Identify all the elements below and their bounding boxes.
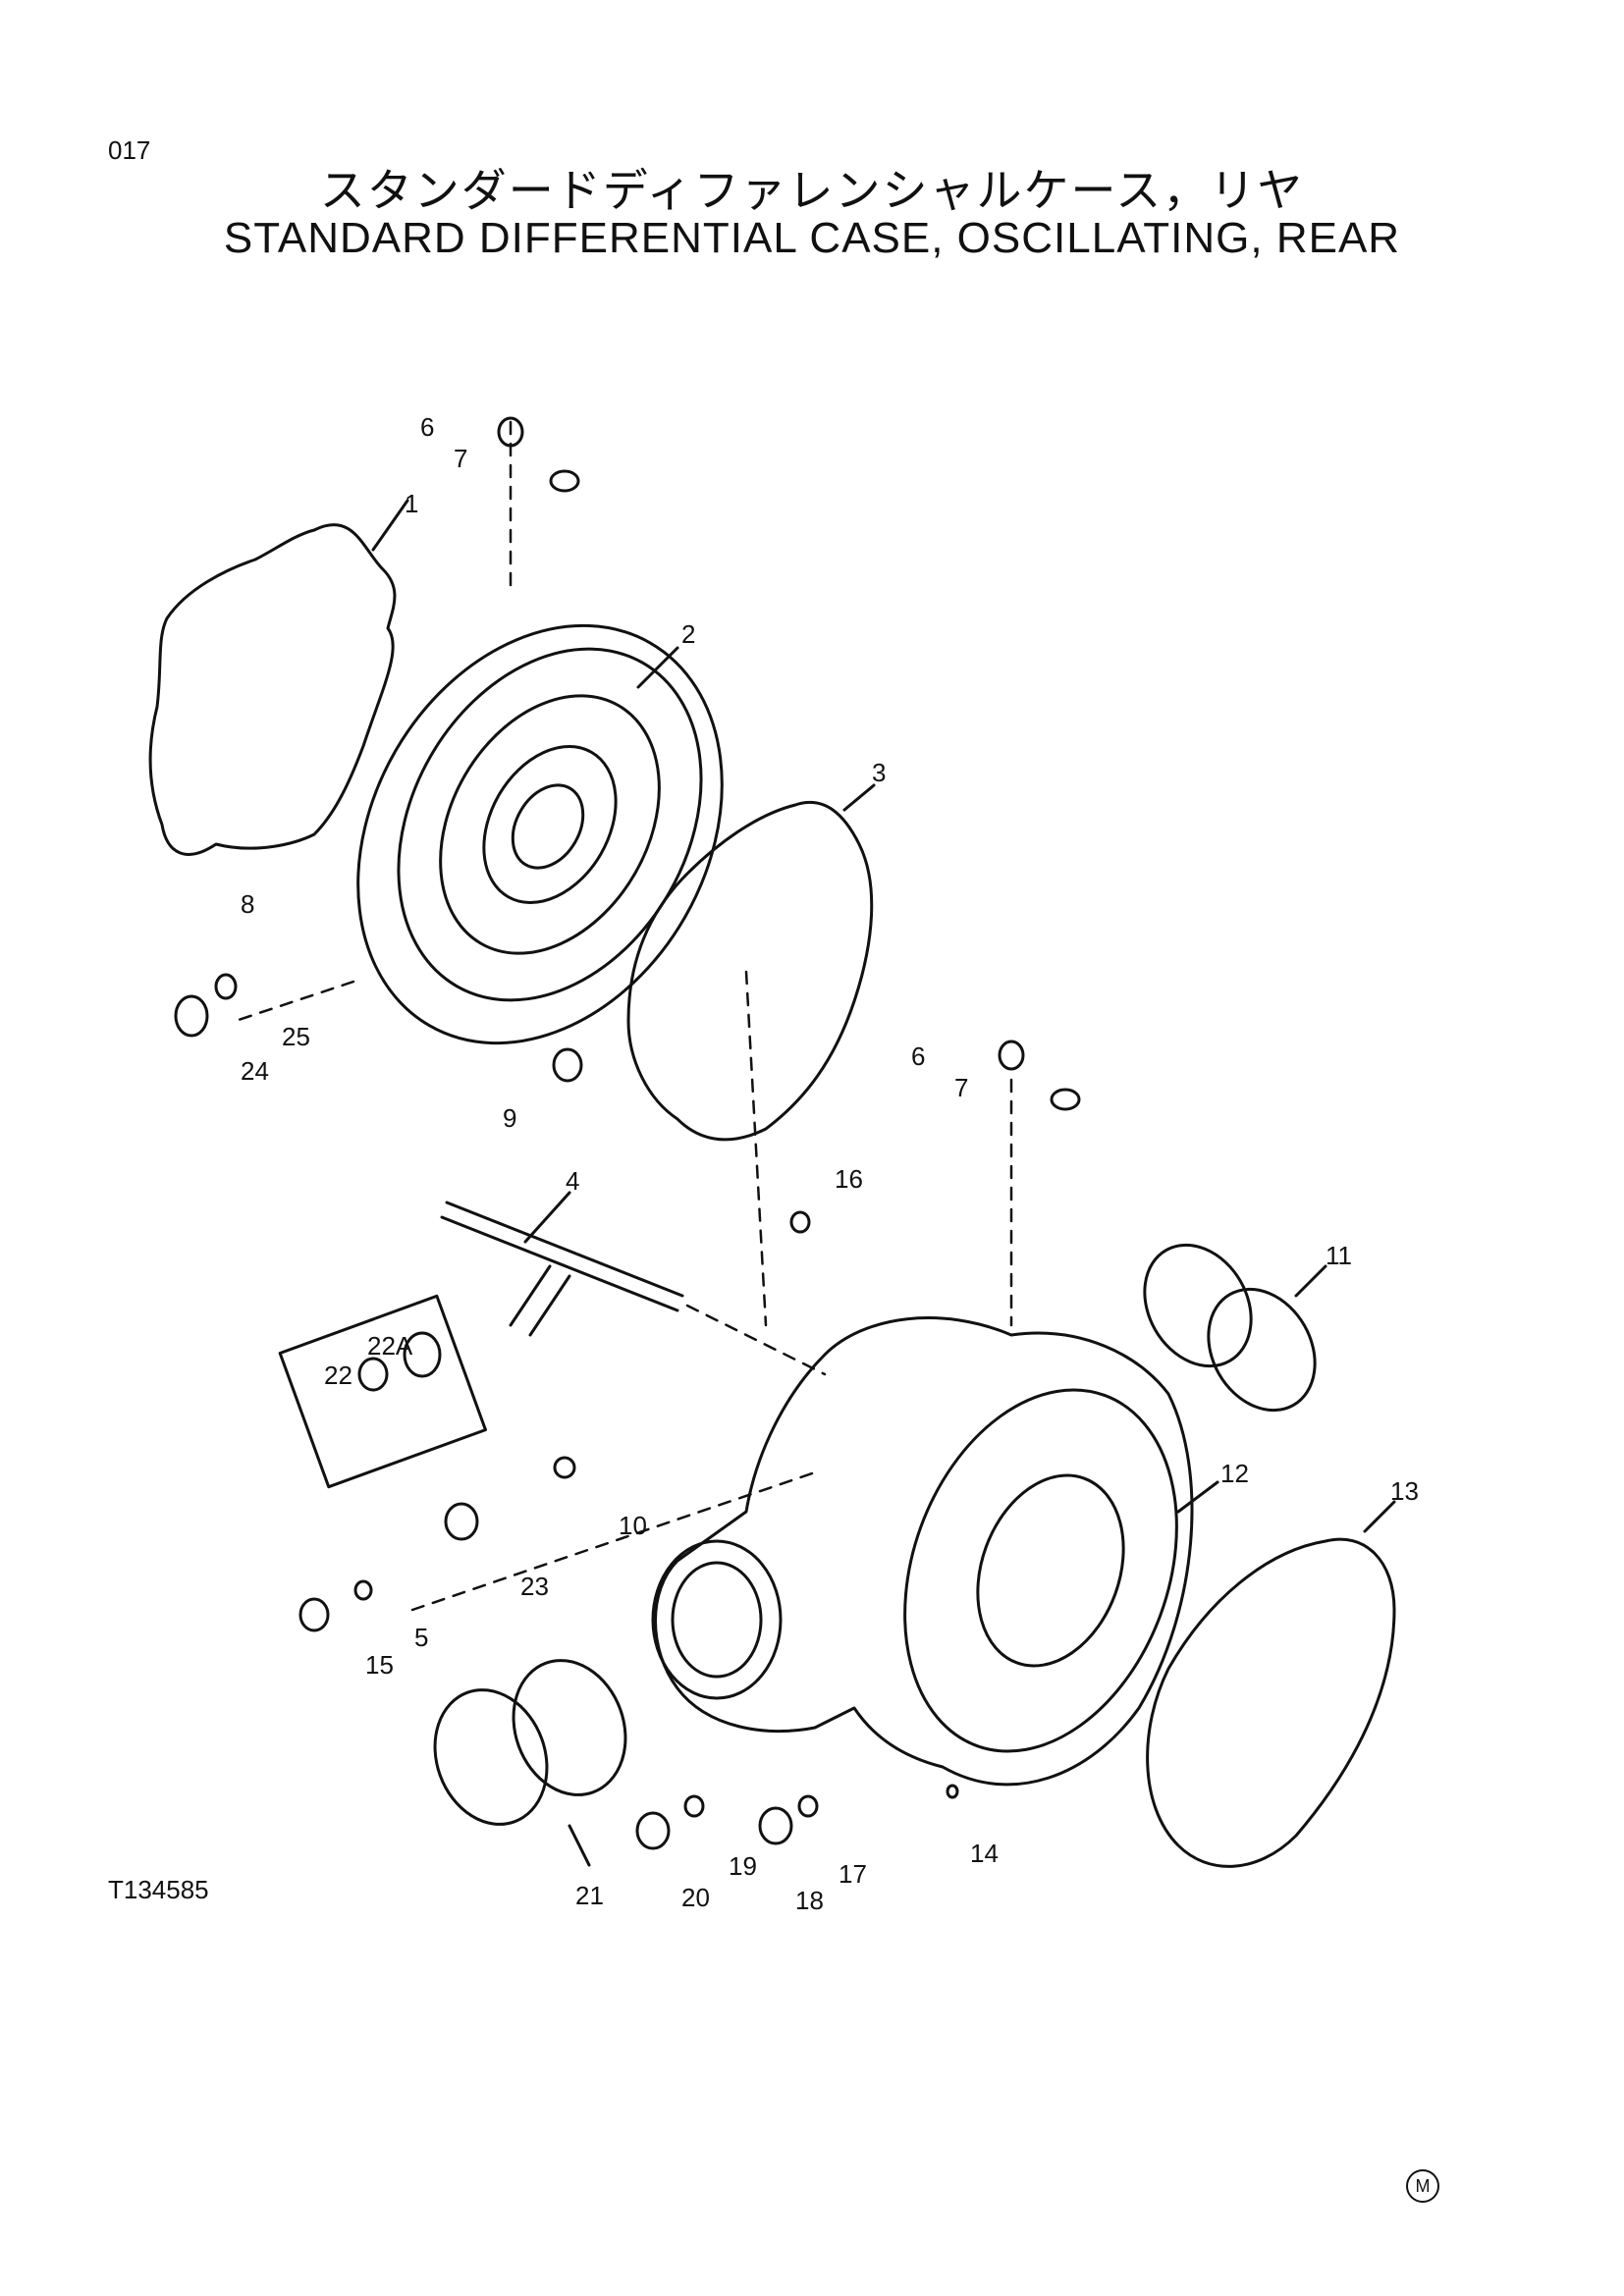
callout-7-lower: 7 — [954, 1073, 968, 1102]
callout-11: 11 — [1326, 1241, 1352, 1270]
cover-2 — [356, 623, 724, 1045]
title-japanese: スタンダードディファレンシャルケース，リヤ — [319, 164, 1305, 217]
callout-6-lower: 6 — [911, 1041, 925, 1071]
callout-14: 14 — [970, 1839, 999, 1868]
gasket-13 — [1146, 1537, 1396, 1868]
callout-5: 5 — [414, 1623, 428, 1652]
callout-9: 9 — [503, 1103, 516, 1133]
callout-20: 20 — [681, 1883, 710, 1912]
callout-3: 3 — [872, 758, 886, 787]
callout-10: 10 — [619, 1511, 647, 1540]
callout-25: 25 — [282, 1022, 310, 1051]
callout-13: 13 — [1390, 1476, 1419, 1506]
callout-labels: 1 2 3 4 5 6 7 8 9 10 11 12 13 14 15 16 1… — [241, 412, 1419, 1915]
callout-7: 7 — [454, 444, 467, 473]
tube-4 — [440, 1201, 684, 1337]
callout-17: 17 — [839, 1859, 867, 1889]
gasket-1 — [148, 523, 397, 856]
callout-24: 24 — [241, 1056, 269, 1086]
callout-23: 23 — [520, 1572, 549, 1601]
callout-2: 2 — [681, 619, 695, 649]
callout-22: 22 — [324, 1361, 352, 1390]
callout-8: 8 — [241, 889, 254, 919]
callout-21: 21 — [575, 1881, 604, 1910]
title-english: STANDARD DIFFERENTIAL CASE, OSCILLATING,… — [223, 214, 1401, 262]
ring-21 — [433, 1688, 549, 1826]
callout-18: 18 — [795, 1886, 824, 1915]
callout-12: 12 — [1220, 1459, 1249, 1488]
callout-16: 16 — [835, 1164, 863, 1194]
callout-1: 1 — [405, 489, 418, 518]
figure-code: T134585 — [108, 1875, 209, 1904]
housing-12 — [654, 1316, 1194, 1787]
kit-box-22 — [278, 1294, 487, 1489]
page-number: 017 — [108, 135, 151, 165]
ring-11 — [1143, 1243, 1253, 1368]
gasket-3 — [626, 800, 874, 1142]
callout-15: 15 — [365, 1650, 394, 1680]
m-mark: M — [1406, 2169, 1439, 2203]
callout-19: 19 — [729, 1851, 757, 1881]
callout-4: 4 — [566, 1166, 579, 1196]
callout-6: 6 — [420, 412, 434, 442]
callout-22a: 22A — [367, 1331, 413, 1361]
